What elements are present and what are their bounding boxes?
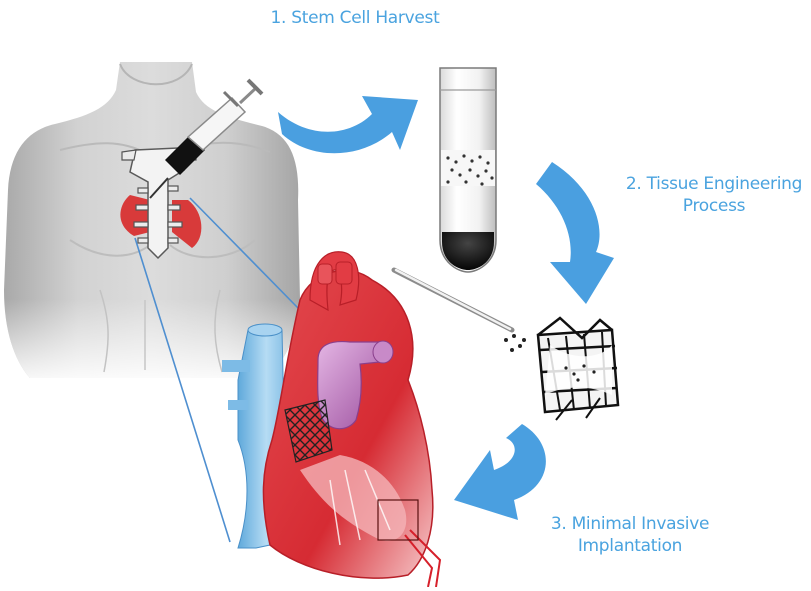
arrow-step3-to-heart bbox=[454, 424, 546, 520]
step3-label-line1: 3. Minimal Invasive bbox=[530, 513, 730, 535]
step3-label-line2: Implantation bbox=[530, 535, 730, 557]
step2-label-line2: Process bbox=[614, 195, 811, 217]
step3-label: 3. Minimal Invasive Implantation bbox=[530, 513, 730, 557]
valve-scaffold-icon bbox=[538, 318, 618, 420]
step2-label-line1: 2. Tissue Engineering bbox=[614, 173, 811, 195]
pipette-icon bbox=[394, 270, 526, 352]
test-tube-icon bbox=[440, 68, 496, 272]
step1-label: 1. Stem Cell Harvest bbox=[255, 7, 455, 29]
arrow-step1-to-step2 bbox=[278, 96, 418, 153]
step1-label-line1: 1. Stem Cell Harvest bbox=[255, 7, 455, 29]
step2-label: 2. Tissue Engineering Process bbox=[614, 173, 811, 217]
arrow-step2-to-step3 bbox=[536, 162, 614, 304]
